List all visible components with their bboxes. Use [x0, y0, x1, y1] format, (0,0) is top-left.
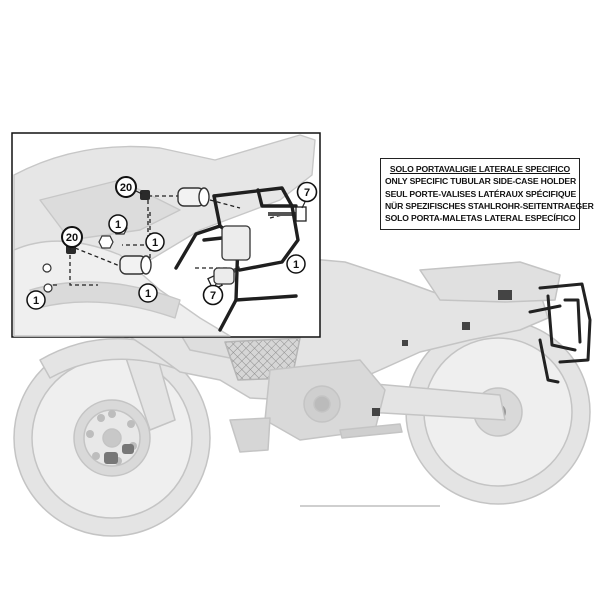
callout-label: 1 — [293, 259, 299, 271]
caption-line-it: SOLO PORTAVALIGIE LATERALE SPECIFICO — [389, 164, 571, 174]
front-chin — [229, 417, 271, 453]
engine — [264, 359, 386, 441]
callout-20-bottom: 20 — [61, 226, 83, 251]
caption-line-de: NÜR SPEZIFISCHES STAHLROHR-SEITENTRAEGER — [385, 200, 594, 211]
callout-1-d: 1 — [138, 283, 158, 303]
callout-1-b: 1 — [145, 232, 165, 252]
callout-1-a: 1 — [108, 214, 128, 234]
callout-label: 20 — [66, 232, 78, 244]
callout-label: 1 — [145, 288, 151, 300]
caption-box: SOLO PORTAVALIGIE LATERALE SPECIFICO ONL… — [380, 158, 594, 230]
callout-label: 1 — [152, 237, 158, 249]
spacer-bushings — [119, 187, 210, 275]
caption-line-es: SOLO PORTA-MALETAS LATERAL ESPECÍFICO — [385, 213, 576, 224]
callout-1-e: 1 — [26, 290, 46, 310]
side-case-holder-on-bike — [528, 282, 592, 384]
spacer-block — [213, 225, 251, 285]
callout-label: 7 — [210, 290, 216, 302]
footrest — [339, 423, 403, 439]
callout-20-top: 20 — [115, 176, 143, 198]
callouts: 20 20 7 7 1 1 — [26, 176, 318, 310]
callout-1-c: 1 — [286, 254, 306, 274]
tail-section — [419, 261, 561, 303]
callout-7-right: 7 — [296, 181, 318, 209]
detail-inset — [11, 132, 321, 338]
caption-line-en: ONLY SPECIFIC TUBULAR SIDE-CASE HOLDER — [385, 176, 577, 187]
callout-7-lower: 7 — [202, 283, 224, 306]
callout-label: 1 — [33, 295, 39, 307]
callout-label: 7 — [304, 187, 310, 199]
callout-label: 1 — [115, 219, 121, 231]
caption-line-fr: SEUL PORTE-VALISES LATÉRAUX SPÉCIFIQUE — [385, 188, 577, 199]
callout-label: 20 — [120, 182, 132, 194]
